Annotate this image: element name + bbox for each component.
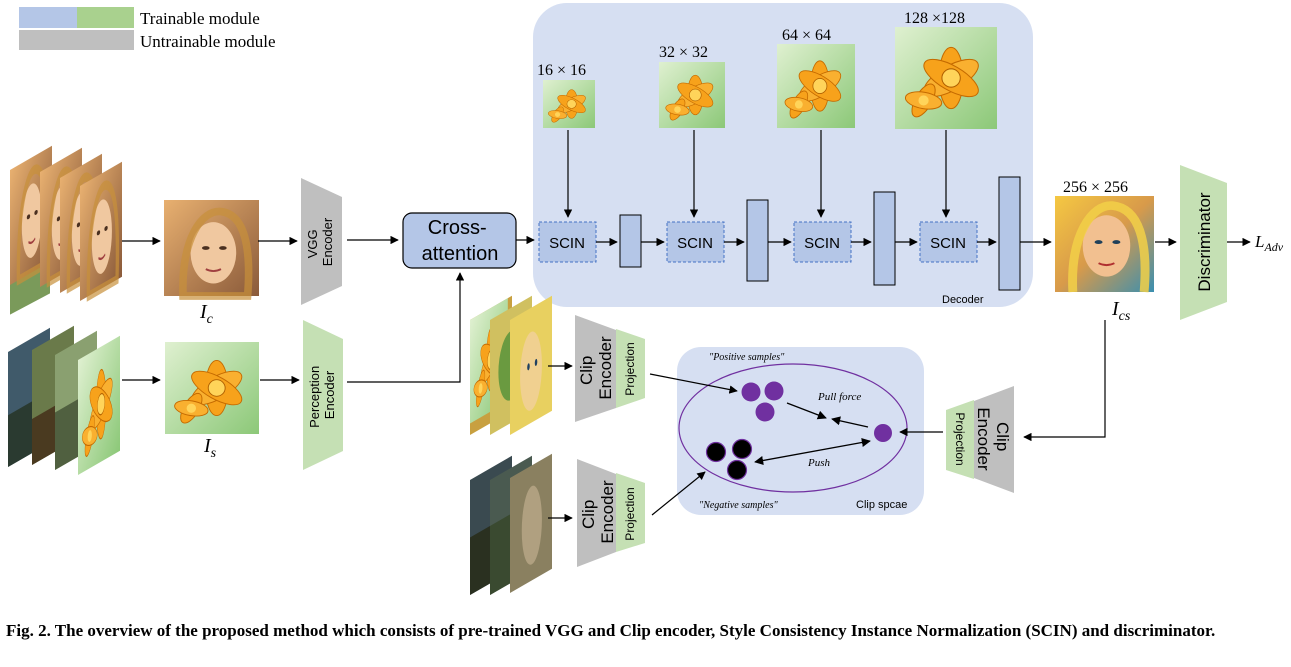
- figure-caption: Fig. 2. The overview of the proposed met…: [6, 621, 1216, 640]
- negative-sample-points: [705, 438, 753, 481]
- legend-swatch-green: [77, 7, 134, 28]
- svg-text:SCIN: SCIN: [677, 235, 713, 252]
- clip-encoder-positive-label: Clip Encoder: [577, 336, 615, 400]
- scin-block-3: SCIN: [793, 221, 852, 263]
- positive-sample-points: [741, 381, 784, 422]
- style-image-stack: [8, 325, 121, 476]
- scin-block-4: SCIN: [919, 221, 978, 263]
- projection-output-label: Projection: [953, 412, 967, 465]
- vgg-encoder-label: VGG Encoder: [305, 217, 335, 266]
- projection-negative-label: Projection: [623, 487, 637, 540]
- perception-encoder-label: Perception Encoder: [307, 362, 337, 428]
- upsample-block-1: [619, 214, 642, 268]
- negative-image-stack: [470, 453, 553, 595]
- content-image: [164, 200, 259, 296]
- svg-text:SCIN: SCIN: [804, 235, 840, 252]
- svg-text:SCIN: SCIN: [930, 235, 966, 252]
- upsample-block-2: [746, 199, 769, 282]
- content-image-label: Ic: [199, 301, 214, 327]
- scin-block-2: SCIN: [666, 221, 725, 263]
- positive-image-stack: [469, 295, 553, 435]
- scin-block-1: SCIN: [538, 221, 597, 263]
- style-image-64: [776, 43, 856, 129]
- resolution-16-label: 16 × 16: [537, 62, 586, 79]
- anchor-sample-point: [874, 424, 892, 442]
- projection-positive-label: Projection: [623, 342, 637, 395]
- pull-arrow-left: [786, 402, 827, 420]
- projection-positive: [616, 329, 645, 408]
- pull-force-label: Pull force: [817, 391, 861, 403]
- upsample-block-3: [873, 191, 896, 286]
- perception-encoder: [303, 320, 343, 470]
- resolution-64-label: 64 × 64: [782, 27, 831, 44]
- style-image: [164, 341, 260, 435]
- resolution-256-label: 256 × 256: [1063, 179, 1128, 196]
- style-image-label: Is: [203, 435, 217, 461]
- legend-swatch-blue: [19, 7, 77, 28]
- legend-swatch-gray: [19, 30, 134, 50]
- upsample-block-4: [998, 176, 1021, 291]
- content-image-stack: [10, 146, 122, 315]
- projection-output: [946, 400, 974, 479]
- decoder-label: Decoder: [942, 294, 984, 306]
- legend: Trainable module Untrainable module: [19, 7, 276, 51]
- negative-samples-label: "Negative samples": [699, 500, 778, 511]
- stylized-output-label: Ics: [1111, 298, 1131, 324]
- resolution-128-label: 128 ×128: [904, 10, 965, 27]
- clip-space-title: Clip spcae: [856, 499, 907, 511]
- clip-encoder-negative: [577, 459, 616, 567]
- clip-encoder-output-label: Clip Encoder: [974, 407, 1012, 471]
- cross-attention-label: Cross- attention: [422, 217, 499, 265]
- method-overview-diagram: Trainable module Untrainable module Deco…: [0, 3, 1284, 595]
- pull-arrow-right: [831, 416, 869, 428]
- legend-trainable-label: Trainable module: [140, 9, 260, 28]
- discriminator: [1180, 165, 1227, 320]
- clip-encoder-negative-label: Clip Encoder: [579, 480, 617, 544]
- legend-untrainable-label: Untrainable module: [140, 32, 276, 51]
- style-image-16: [542, 79, 596, 129]
- resolution-32-label: 32 × 32: [659, 44, 708, 61]
- svg-text:SCIN: SCIN: [549, 235, 585, 252]
- clip-encoder-output: [974, 386, 1014, 493]
- style-image-32: [658, 61, 726, 129]
- clip-encoder-positive: [575, 315, 616, 422]
- vgg-encoder: [301, 178, 342, 305]
- push-label: Push: [807, 457, 831, 469]
- stylized-output-image: [1055, 196, 1154, 292]
- discriminator-label: Discriminator: [1195, 192, 1214, 292]
- projection-negative: [616, 473, 645, 552]
- push-arrow: [754, 437, 871, 466]
- style-image-128: [894, 26, 998, 130]
- positive-samples-label: "Positive samples": [709, 352, 785, 363]
- adversarial-loss-label: LAdv: [1254, 232, 1284, 254]
